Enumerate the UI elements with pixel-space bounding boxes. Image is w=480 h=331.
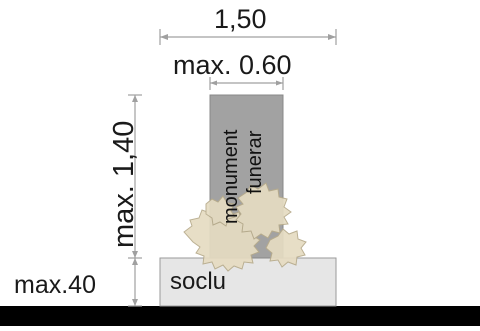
total-width-label: 1,50 — [214, 4, 267, 34]
dimension-lines — [128, 29, 337, 307]
vegetation-shrub — [183, 182, 307, 272]
monument-height-label: max. 1,40 — [108, 120, 140, 248]
dimension-arrows — [132, 34, 336, 306]
monument-label-line2: funerar — [244, 130, 266, 194]
ground — [0, 306, 480, 326]
monument-label-line1: monument — [220, 129, 242, 225]
monument-label: monument funerar — [218, 96, 276, 226]
base-label: soclu — [170, 268, 227, 295]
base-block — [159, 257, 337, 307]
base-height-label: max.40 — [14, 271, 96, 299]
monument-width-label: max. 0.60 — [173, 50, 292, 80]
